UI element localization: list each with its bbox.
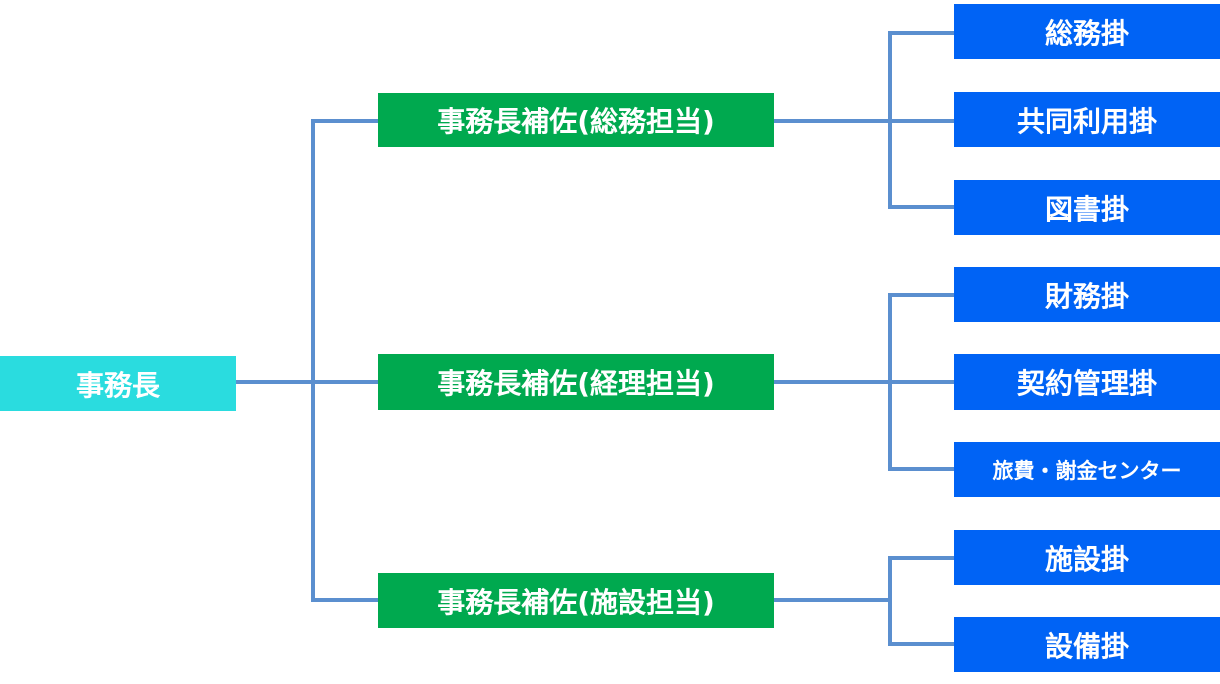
branch-node-facilities: 事務長補佐(施設担当): [378, 573, 774, 628]
leaf-node: 財務掛: [954, 267, 1220, 322]
branch-label: 事務長補佐(総務担当): [437, 105, 715, 138]
branch-node-accounting: 事務長補佐(経理担当): [378, 354, 774, 410]
root-node-label: 事務長: [75, 368, 160, 402]
leaf-label: 財務掛: [1044, 279, 1129, 313]
leaf-node: 設備掛: [954, 617, 1220, 672]
leaf-label: 契約管理掛: [1016, 367, 1157, 400]
leaf-node: 図書掛: [954, 180, 1220, 235]
root-node-box: 事務長: [0, 356, 236, 411]
leaf-label: 総務掛: [1044, 16, 1129, 50]
leaf-node: 施設掛: [954, 530, 1220, 585]
leaf-node: 総務掛: [954, 4, 1220, 59]
leaf-label: 施設掛: [1044, 542, 1129, 576]
leaf-label: 共同利用掛: [1016, 104, 1157, 138]
leaf-label: 設備掛: [1044, 629, 1129, 663]
leaf-node: 契約管理掛: [954, 354, 1220, 410]
leaf-label: 旅費・謝金センター: [992, 458, 1182, 483]
branch-label: 事務長補佐(施設担当): [437, 585, 715, 619]
branch-label: 事務長補佐(経理担当): [437, 367, 715, 400]
leaf-node: 共同利用掛: [954, 92, 1220, 147]
leaf-node: 旅費・謝金センター: [954, 442, 1220, 497]
branch-node-general-affairs: 事務長補佐(総務担当): [378, 93, 774, 147]
leaf-label: 図書掛: [1044, 192, 1129, 226]
